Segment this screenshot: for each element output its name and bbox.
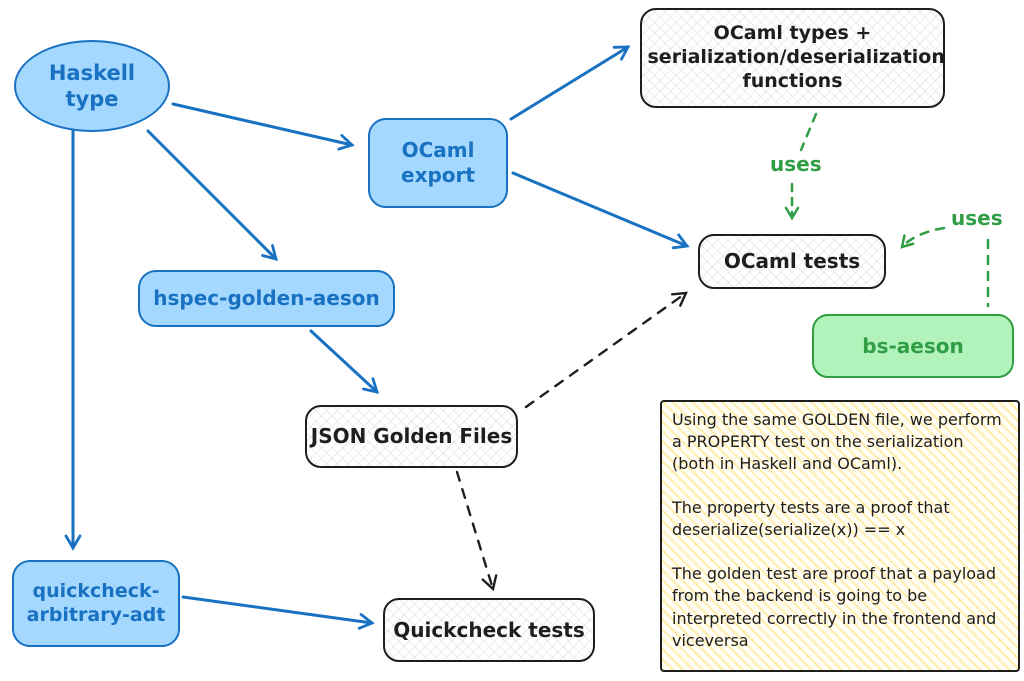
node-bs-aeson-label: bs-aeson bbox=[862, 333, 964, 358]
note-paragraph-3: The golden test are proof that a payload… bbox=[672, 564, 997, 650]
node-quickcheck-arbitrary-adt-label: quickcheck-arbitrary-adt bbox=[26, 579, 166, 626]
node-quickcheck-tests: Quickcheck tests bbox=[383, 598, 595, 662]
node-bs-aeson: bs-aeson bbox=[812, 314, 1014, 378]
arrow-ocaml-export-to-ocaml-types bbox=[509, 45, 631, 121]
note-paragraph-2: The property tests are a proof that dese… bbox=[672, 498, 950, 540]
node-quickcheck-arbitrary-adt: quickcheck-arbitrary-adt bbox=[12, 560, 180, 647]
node-ocaml-export-label: OCaml export bbox=[401, 138, 475, 187]
edge-label-uses-top: uses bbox=[770, 152, 822, 176]
arrow-quickcheck-adt-to-quickcheck-tests bbox=[181, 595, 375, 630]
node-haskell-type-label: Haskell type bbox=[48, 60, 136, 111]
node-json-golden-files-label: JSON Golden Files bbox=[310, 424, 513, 448]
node-ocaml-types: OCaml types + serialization/deserializat… bbox=[640, 8, 945, 108]
annotation-note: Using the same GOLDEN file, we perform a… bbox=[660, 400, 1020, 672]
arrow-ocaml-export-to-ocaml-tests bbox=[511, 171, 690, 250]
edge-label-uses-right: uses bbox=[951, 206, 1003, 230]
node-ocaml-types-label: OCaml types + serialization/deserializat… bbox=[647, 22, 945, 92]
node-json-golden-files: JSON Golden Files bbox=[305, 405, 518, 468]
note-paragraph-1: Using the same GOLDEN file, we perform a… bbox=[672, 410, 1002, 474]
node-ocaml-tests-label: OCaml tests bbox=[723, 249, 861, 273]
node-haskell-type: Haskell type bbox=[14, 40, 170, 132]
node-quickcheck-tests-label: Quickcheck tests bbox=[393, 617, 585, 642]
node-ocaml-export: OCaml export bbox=[368, 118, 508, 208]
arrow-haskell-to-hspec bbox=[146, 129, 278, 261]
arrow-uses-to-ocaml-tests-right bbox=[900, 226, 946, 249]
node-hspec-golden-aeson-label: hspec-golden-aeson bbox=[153, 286, 380, 310]
node-hspec-golden-aeson: hspec-golden-aeson bbox=[138, 270, 395, 327]
arrow-haskell-to-ocaml-export bbox=[171, 102, 355, 151]
edge-ocaml-types-to-uses-label bbox=[799, 112, 818, 152]
arrow-hspec-to-json-golden bbox=[309, 329, 380, 394]
node-ocaml-tests: OCaml tests bbox=[698, 234, 886, 289]
arrow-json-golden-to-ocaml-tests bbox=[524, 291, 688, 409]
arrow-json-golden-to-quickcheck-tests bbox=[455, 470, 498, 592]
